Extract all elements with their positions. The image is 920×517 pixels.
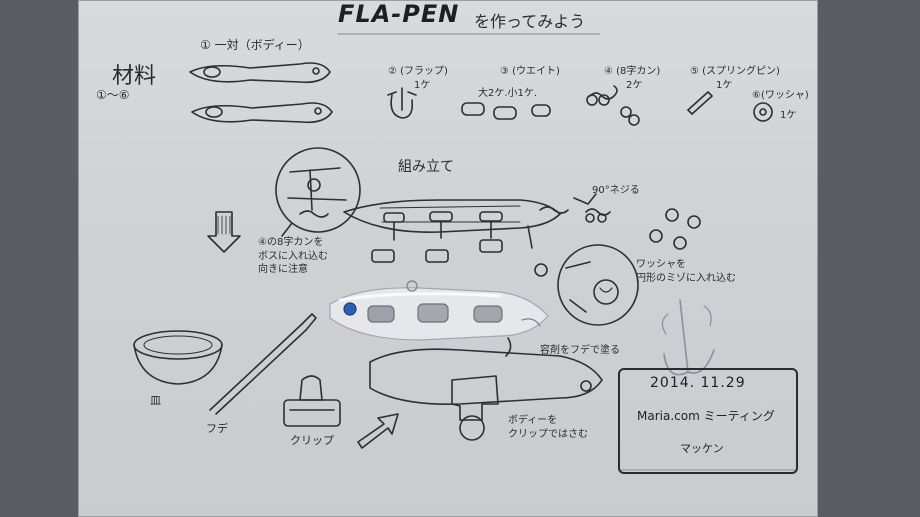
body-half-top-drawing	[189, 62, 331, 84]
signature-author: マッケン	[680, 442, 724, 455]
assembly-heading: 組み立て	[398, 159, 454, 175]
assembled-body-drawing	[299, 193, 597, 277]
detail-magnifier-right	[557, 244, 639, 326]
materials-heading: 材料	[112, 64, 157, 89]
part-qty-weight: 大2ケ.小1ケ.	[478, 88, 538, 99]
signature-box	[618, 368, 798, 474]
dish-drawing	[133, 330, 223, 385]
clear-lure-photo	[329, 280, 549, 341]
tool-label-clip: クリップ	[290, 434, 334, 447]
body-half-bottom-drawing	[191, 102, 333, 124]
materials-range: ①〜⑥	[96, 88, 130, 102]
part-label-spring-pin: ⑤ (スプリングピン)	[690, 66, 780, 77]
note-eight-ring-hole: ④の8字カンを ボスに入れ込む 向きに注意	[258, 237, 328, 275]
note-clip: ボディーを クリップではさむ	[508, 415, 588, 440]
spring-pin-drawing	[687, 91, 713, 115]
eight-rings-drawing	[586, 85, 640, 126]
part-label-flap: ② (フラップ)	[388, 66, 448, 77]
weights-drawing	[461, 102, 551, 120]
page-subtitle: を作ってみよう	[474, 12, 586, 31]
signature-date: 2014. 11.29	[650, 375, 746, 391]
down-arrow-drawing	[207, 211, 241, 253]
split-rings-drawing	[585, 208, 701, 250]
brush-drawing	[209, 313, 317, 415]
note-glue: 容剤をフデで塗る	[540, 345, 620, 356]
part-label-washer: ⑥(ワッシャ)	[752, 90, 809, 101]
tool-label-dish: 皿	[150, 394, 161, 407]
part-qty-flap: 1ケ	[414, 80, 431, 91]
page-title: FLA-PEN	[338, 0, 460, 28]
part-qty-spring-pin: 1ケ	[716, 80, 733, 91]
tool-label-brush: フデ	[206, 422, 228, 435]
part-label-body: ① 一対（ボディー）	[200, 38, 310, 52]
part-qty-washer: 1ケ	[780, 110, 797, 121]
washer-drawing	[753, 102, 773, 122]
treble-hook-drawing	[661, 299, 715, 376]
flap-drawing	[387, 87, 417, 119]
detail-magnifier-left	[275, 147, 361, 237]
diagonal-arrow-drawing	[357, 413, 399, 449]
part-label-eight-ring: ④ (8字カン)	[604, 66, 661, 77]
note-twist: 90°ネジる	[592, 185, 640, 196]
clip-drawing	[283, 375, 341, 427]
clipped-body-drawing	[369, 337, 603, 441]
part-qty-eight-ring: 2ケ	[626, 80, 643, 91]
signature-event: Maria.com ミーティング	[637, 409, 775, 423]
note-washer: ワッシャを 円形のミゾに入れ込む	[636, 259, 736, 284]
part-label-weight: ③ (ウエイト)	[500, 66, 560, 77]
